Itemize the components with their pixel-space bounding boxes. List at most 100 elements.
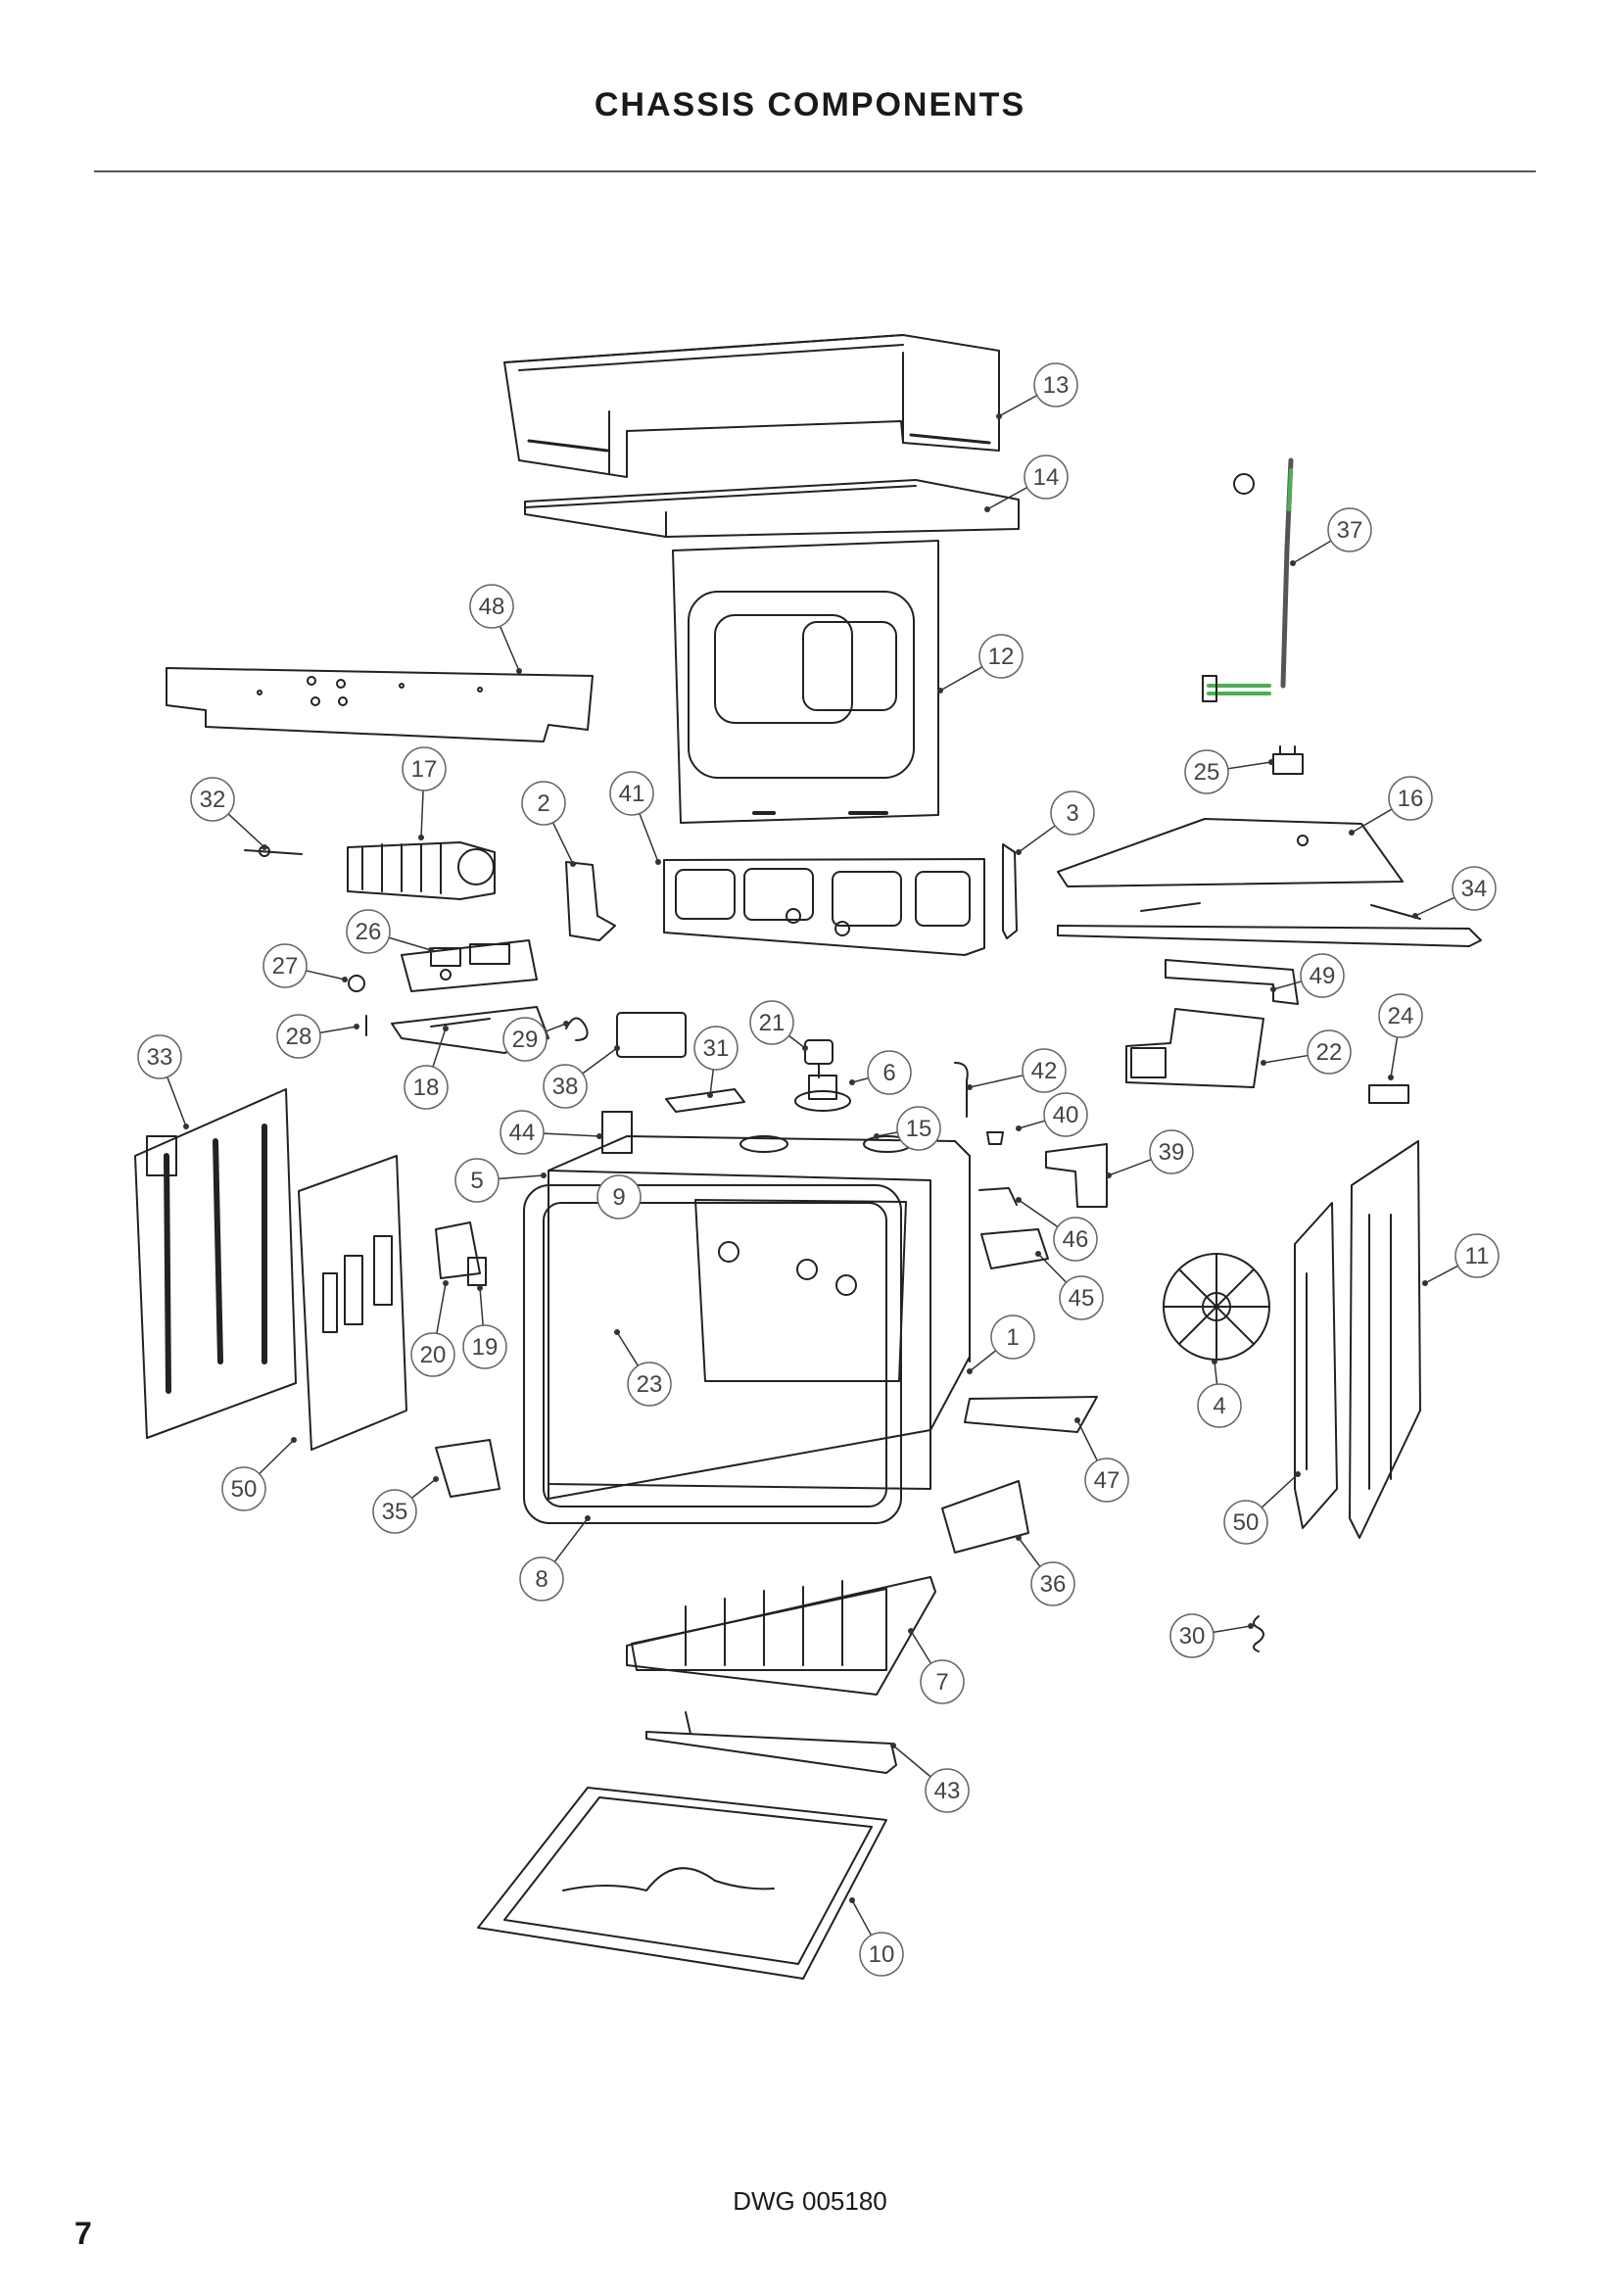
callout-leader [1108, 1159, 1152, 1176]
part-heat-shield [1057, 902, 1482, 947]
part-fan-motor [1125, 1008, 1264, 1088]
callout-leader [1261, 1473, 1299, 1508]
callout-42: 42 [967, 1048, 1067, 1093]
callout-44: 44 [500, 1110, 602, 1155]
part-hinge-clip [978, 1187, 1018, 1206]
callout-bubble [1223, 1500, 1268, 1545]
callout-19: 19 [462, 1285, 507, 1369]
callout-leader [306, 970, 346, 981]
part-right-hinge-receiver [941, 1480, 1029, 1554]
callout-bubble [1454, 1233, 1500, 1278]
callout-arrowhead [563, 1021, 569, 1027]
callout-leader [892, 1745, 931, 1778]
callout-bubble [262, 943, 308, 988]
callout-number: 43 [934, 1778, 961, 1804]
callout-number: 12 [988, 644, 1015, 670]
part-sensor-panel [616, 1012, 687, 1058]
callout-leader [1076, 1419, 1098, 1461]
callout-arrowhead [516, 668, 522, 674]
part-terminal-block [1272, 745, 1304, 775]
callout-arrowhead [1016, 1125, 1022, 1131]
callout-34: 34 [1412, 866, 1497, 919]
callout-leader [1018, 1537, 1041, 1567]
callout-arrowhead [849, 1897, 855, 1903]
callout-number: 41 [619, 781, 645, 807]
part-right-bracket [1002, 843, 1018, 939]
callout-leader [227, 813, 265, 848]
callout-leader [1037, 1253, 1068, 1283]
callout-arrowhead [1349, 830, 1355, 836]
callout-1: 1 [967, 1315, 1035, 1374]
callout-arrowhead [967, 1084, 973, 1090]
part-floor-frame [626, 1576, 936, 1696]
callout-leader [616, 1331, 640, 1366]
callout-number: 30 [1179, 1623, 1206, 1650]
callout-bubble [1452, 866, 1497, 911]
callout-arrowhead [443, 1026, 449, 1031]
callout-arrowhead [874, 1133, 880, 1139]
callout-leader [420, 789, 424, 838]
callout-leader [1292, 540, 1332, 564]
callout-bubble [627, 1362, 672, 1407]
callout-bubble [221, 1466, 266, 1511]
callout-49: 49 [1270, 953, 1345, 998]
callout-26: 26 [346, 909, 434, 954]
callout-arrowhead [614, 1045, 620, 1051]
callout-arrowhead [707, 1092, 713, 1098]
part-spring [565, 1017, 589, 1041]
callout-number: 39 [1159, 1139, 1185, 1166]
callout-arrowhead [967, 1368, 973, 1374]
callout-leader [1214, 1361, 1218, 1385]
callout-leader [788, 1034, 806, 1049]
callout-arrowhead [1248, 1623, 1254, 1629]
callout-number: 36 [1040, 1571, 1067, 1598]
callout-bubble [276, 1014, 321, 1059]
callout-leader [1227, 761, 1272, 770]
callout-bubble [521, 781, 566, 826]
callout-number: 49 [1310, 963, 1336, 989]
callout-number: 46 [1063, 1226, 1089, 1253]
callout-43: 43 [890, 1743, 970, 1813]
callout-bubble [1024, 454, 1069, 500]
callout-arrowhead [291, 1437, 297, 1443]
callout-arrowhead [541, 1172, 547, 1178]
callout-number: 8 [535, 1566, 548, 1593]
part-tube [954, 1062, 969, 1118]
callout-8: 8 [519, 1515, 591, 1602]
callout-32: 32 [190, 777, 267, 850]
callout-bubble [925, 1768, 970, 1813]
callout-number: 13 [1043, 372, 1070, 399]
part-clip [348, 975, 365, 992]
callout-bubble [543, 1064, 588, 1109]
callout-bubble [1327, 507, 1372, 552]
part-top-hood [503, 334, 1000, 478]
callout-48: 48 [469, 584, 522, 674]
callout-number: 18 [413, 1075, 440, 1101]
callout-bubble [454, 1158, 500, 1203]
callout-arrowhead [1106, 1172, 1112, 1178]
callout-leader [499, 625, 520, 672]
callout-number: 42 [1031, 1058, 1058, 1084]
callout-arrowhead [596, 1133, 602, 1139]
callout-46: 46 [1016, 1197, 1098, 1262]
callout-bubble [1378, 993, 1423, 1038]
callout-number: 14 [1033, 464, 1060, 491]
callout-bubble [978, 634, 1024, 679]
callout-28: 28 [276, 1014, 359, 1059]
callout-39: 39 [1106, 1129, 1194, 1178]
callout-bubble [1084, 1458, 1129, 1503]
part-top-panel [524, 479, 1020, 538]
part-mount-bracket [1165, 959, 1299, 1005]
callout-leader [259, 1439, 295, 1475]
callout-50: 50 [221, 1437, 297, 1511]
callout-arrowhead [1388, 1075, 1394, 1080]
callout-bubble [867, 1050, 912, 1095]
callout-leader [551, 822, 574, 865]
part-cap [986, 1131, 1004, 1145]
callout-bubble [1307, 1029, 1352, 1075]
callout-arrowhead [183, 1124, 189, 1129]
callout-number: 44 [509, 1120, 536, 1146]
callout-arrowhead [1074, 1417, 1080, 1423]
callout-9: 9 [596, 1174, 642, 1220]
